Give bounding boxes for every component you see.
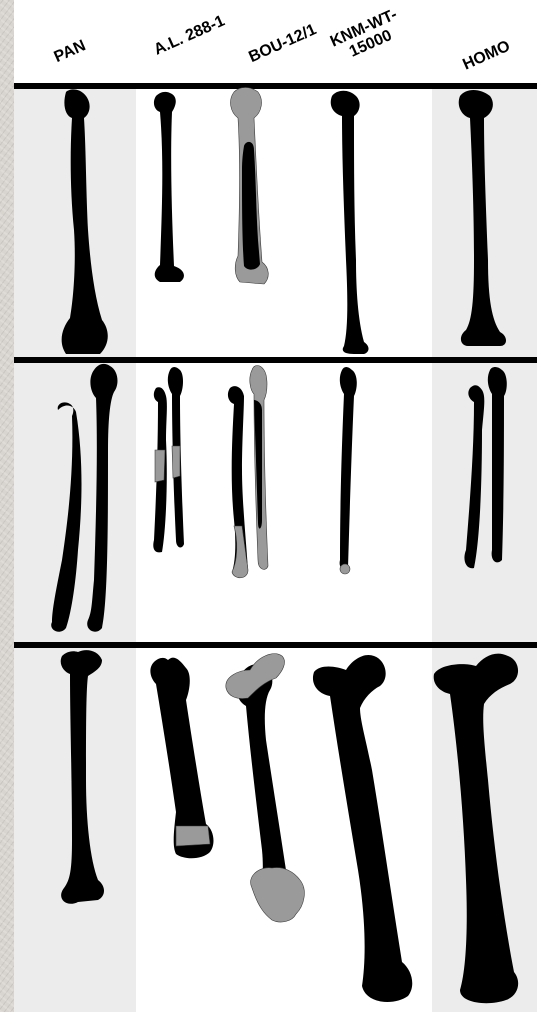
humerus-knm-wt-15000: [331, 91, 369, 354]
femur-homo: [434, 654, 518, 1004]
humerus-homo: [459, 90, 506, 346]
forearm-knm-wt-15000: [340, 367, 357, 574]
femur-al-288-1: [150, 658, 213, 859]
forearm-bou-12-1: [228, 366, 268, 578]
femur-knm-wt-15000: [313, 655, 412, 1002]
humerus-bou-12-1: [231, 88, 269, 285]
forearm-homo: [464, 367, 506, 568]
bones-drawing: [14, 0, 537, 1012]
humerus-al-288-1: [154, 92, 184, 282]
femur-pan: [61, 650, 104, 904]
femur-bou-12-1: [226, 654, 305, 922]
forearm-pan: [51, 364, 117, 632]
humerus-pan: [62, 89, 108, 354]
skeleton-comparison-figure: PAN A.L. 288-1 BOU-12/1 KNM-WT- 15000 HO…: [14, 0, 537, 1012]
forearm-al-288-1: [153, 367, 184, 552]
